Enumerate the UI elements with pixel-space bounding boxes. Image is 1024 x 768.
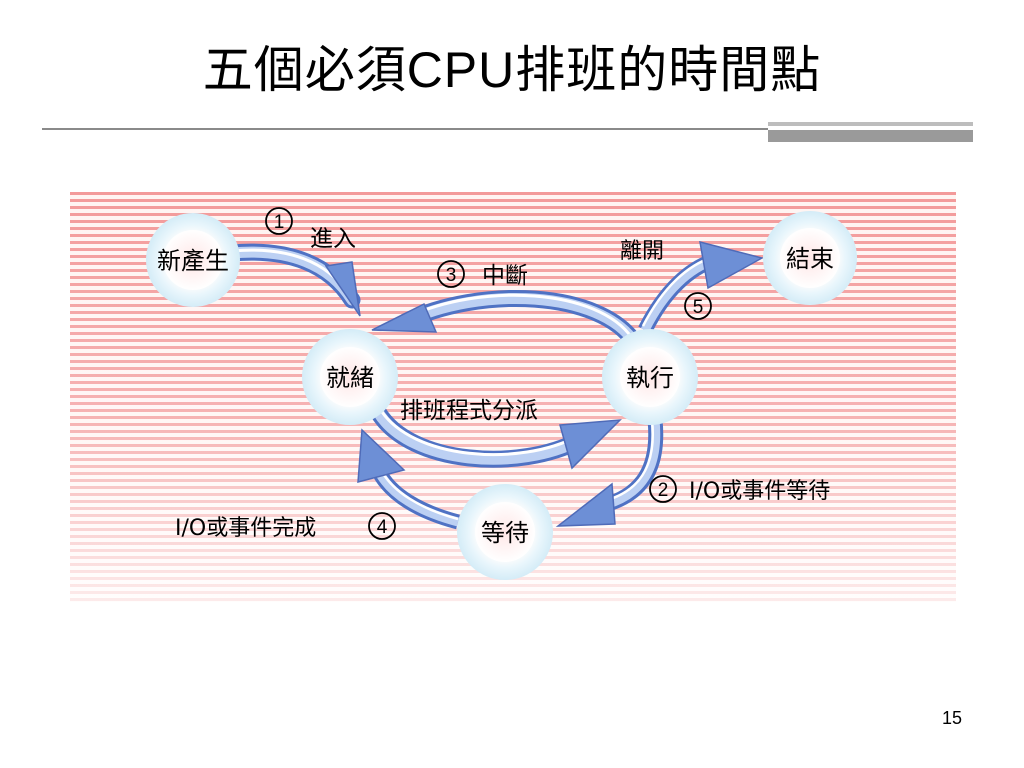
arrow-dispatch bbox=[370, 407, 622, 470]
title-rule-block bbox=[768, 122, 973, 142]
interrupt-number: 3 bbox=[446, 265, 457, 286]
exit-number: 5 bbox=[693, 297, 704, 318]
exit-text: 離開 bbox=[620, 239, 664, 264]
title-rule bbox=[42, 128, 770, 130]
admit-text: 進入 bbox=[310, 226, 356, 252]
state-terminated-label: 結束 bbox=[786, 245, 834, 273]
title-suffix: 排班的時間點 bbox=[515, 41, 822, 99]
state-ready: 就緒 bbox=[302, 329, 398, 425]
circled-number-2 bbox=[649, 475, 677, 503]
arrow-io-done bbox=[357, 428, 460, 530]
arrow-admit bbox=[223, 243, 361, 317]
state-terminated: 結束 bbox=[763, 211, 857, 305]
arrow-io-wait bbox=[555, 419, 664, 527]
transition-dispatch-label: 排班程式分派 bbox=[400, 398, 538, 424]
state-new: 新產生 bbox=[146, 213, 240, 307]
title-prefix: 五個必須 bbox=[202, 41, 407, 99]
state-ready-label: 就緒 bbox=[326, 364, 374, 392]
circled-number-3 bbox=[437, 260, 465, 288]
circled-number-4 bbox=[368, 512, 396, 540]
page-number: 15 bbox=[941, 708, 962, 728]
state-running: 執行 bbox=[602, 329, 698, 425]
io-done-text: I/O或事件完成 bbox=[175, 516, 316, 541]
state-running-label: 執行 bbox=[626, 364, 674, 392]
transition-io-done-label: I/O或事件完成 4 bbox=[175, 512, 396, 541]
state-waiting-label: 等待 bbox=[481, 519, 529, 547]
slide-title: 五個必須CPU排班的時間點 bbox=[0, 30, 1024, 102]
interrupt-text: 中斷 bbox=[482, 263, 528, 289]
circled-number-1 bbox=[265, 207, 293, 235]
admit-number: 1 bbox=[274, 212, 285, 233]
circled-number-5 bbox=[684, 292, 712, 320]
arrow-interrupt bbox=[371, 290, 643, 349]
transition-interrupt-label: 3 中斷 bbox=[437, 260, 528, 289]
arrow-exit bbox=[638, 240, 765, 334]
io-wait-number: 2 bbox=[658, 480, 669, 501]
transition-exit-label: 離開 5 bbox=[620, 239, 712, 320]
state-new-label: 新產生 bbox=[157, 247, 229, 275]
io-wait-text: I/O或事件等待 bbox=[689, 479, 830, 504]
transition-admit-label: 1 進入 bbox=[265, 207, 356, 252]
state-waiting: 等待 bbox=[457, 484, 553, 580]
io-done-number: 4 bbox=[377, 517, 388, 538]
title-cpu: CPU bbox=[406, 42, 516, 98]
transition-io-wait-label: 2 I/O或事件等待 bbox=[649, 475, 830, 504]
